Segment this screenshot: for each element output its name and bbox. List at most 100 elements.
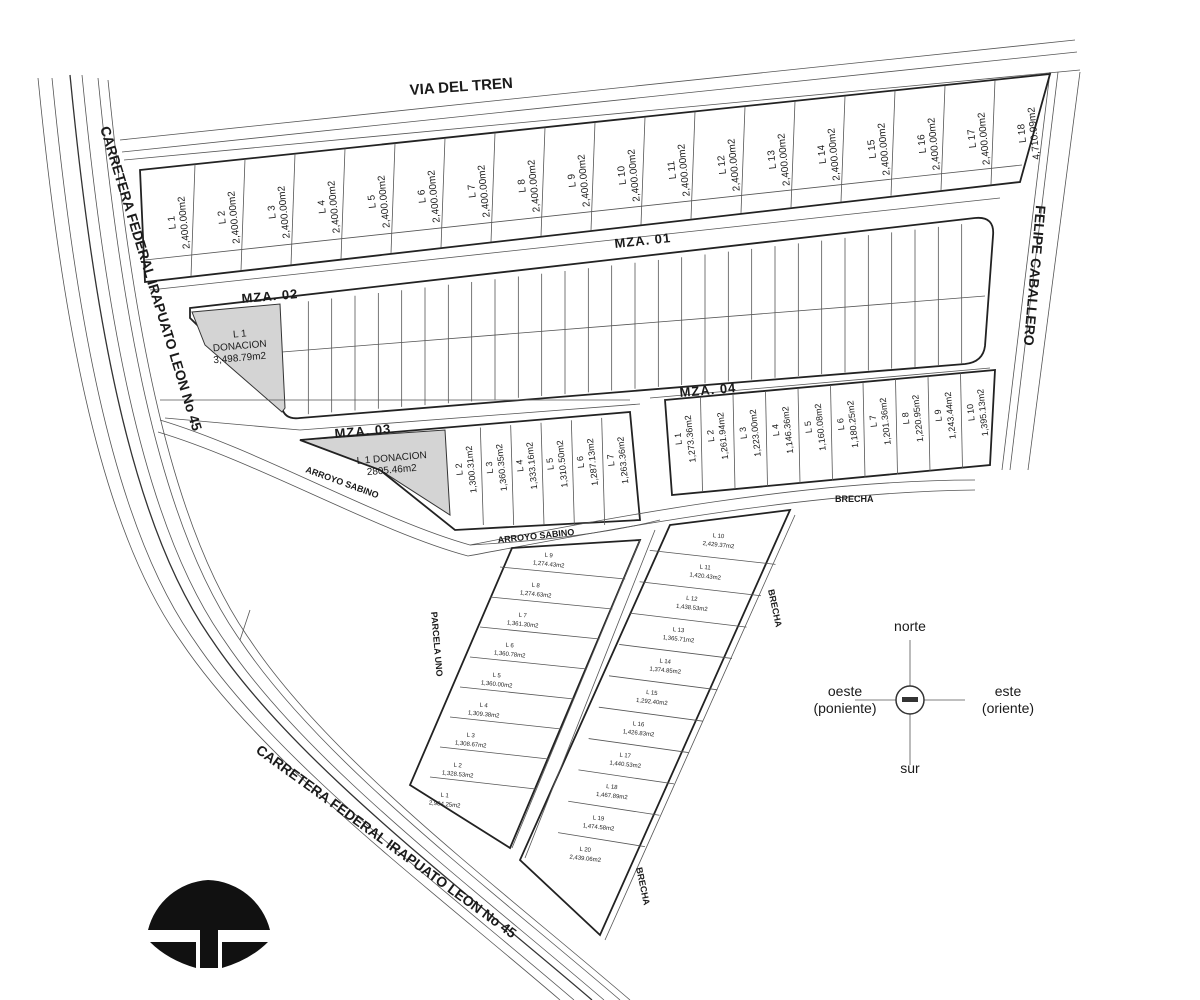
- compass-south-label: sur: [900, 760, 920, 776]
- south-left-divider: [479, 626, 600, 640]
- mza01-divider: [340, 148, 346, 260]
- compass-east-text: este: [994, 683, 1022, 699]
- mza01-divider: [840, 95, 846, 202]
- mza01-lot-9-id: L 9: [566, 173, 578, 188]
- south-left-lot-8-id: L 1: [440, 793, 449, 800]
- south-right-lot-20-area: 2,439.06m2: [569, 855, 602, 864]
- south-right-lot-12-id: L 12: [686, 596, 699, 603]
- south-left-lot-6-id: L 3: [466, 733, 475, 740]
- mza01-lot-17-area: 2,400.00m2: [976, 111, 993, 165]
- mza01-lot-5-area: 2,400.00m2: [376, 174, 393, 228]
- south-right-lot-16-id: L 16: [632, 721, 645, 728]
- south-right-lot-18-area: 1,467.89m2: [596, 792, 629, 801]
- mza01-divider: [940, 85, 946, 191]
- brecha-label-2: BRECHA: [766, 588, 784, 628]
- south-right-lot-17-id: L 17: [619, 753, 632, 760]
- mza04-lot-2-id: L 2: [705, 429, 716, 442]
- mza01-lot-4-id: L 4: [316, 199, 328, 214]
- compass-rose: [855, 640, 965, 765]
- compass-east-alt-text: (oriente): [981, 700, 1035, 716]
- mza02-donation-area: 3,498.79m2: [213, 351, 267, 367]
- mza01-divider: [440, 137, 446, 248]
- developer-logo: [148, 880, 270, 968]
- south-right-lot-14-id: L 14: [659, 659, 672, 666]
- mza04-lot-5-area: 1,160.08m2: [813, 403, 828, 451]
- highway-lines: [37, 74, 631, 1000]
- mza03-divider: [540, 422, 545, 526]
- compass-needle: [902, 697, 918, 702]
- mza01-lot-7-area: 2,400.00m2: [476, 164, 493, 218]
- mza03-lot-5-area: 1,310.50m2: [555, 440, 570, 488]
- mza04-lot-3-area: 1,223.00m2: [748, 409, 763, 457]
- mza01-lot-7-id: L 7: [466, 183, 478, 198]
- mza03-lot-2-id: L 2: [454, 463, 465, 476]
- mza01-lot-11-area: 2,400.00m2: [676, 143, 693, 197]
- mza02-label: MZA. 02: [241, 286, 299, 306]
- mza03-lot-3-id: L 3: [484, 461, 495, 474]
- mza04-block: [664, 369, 996, 496]
- arroyo-lines: [157, 419, 976, 557]
- mza01-lot-13-area: 2,400.00m2: [776, 132, 793, 186]
- mza01-lot-18-id: L 18: [1016, 123, 1029, 144]
- south-left-lot-7-area: 1,328.53m2: [442, 770, 475, 779]
- mza01-lot-3-id: L 3: [266, 204, 278, 219]
- south-right-divider: [588, 738, 689, 753]
- south-left-lot-0-area: 1,274.43m2: [533, 560, 566, 569]
- mza03-lot-2-area: 1,300.31m2: [464, 445, 479, 493]
- mza01-lot-14-area: 2,400.00m2: [826, 127, 843, 181]
- mza01-divider: [290, 153, 296, 265]
- mza04-lot-9-area: 1,243.44m2: [943, 391, 958, 439]
- mza04-divider: [700, 397, 703, 493]
- mza04-lot-10-area: 1,395.13m2: [975, 388, 990, 436]
- south-left-lot-7-id: L 2: [453, 763, 462, 770]
- mza04-lot-1-id: L 1: [673, 432, 684, 445]
- mza01-divider: [240, 158, 246, 271]
- mza04-lot-6-id: L 6: [835, 418, 846, 431]
- mza04-lot-4-id: L 4: [770, 423, 781, 436]
- south-left-divider: [429, 776, 536, 790]
- south-right-lot-11-id: L 11: [699, 564, 711, 571]
- mza01-label: MZA. 01: [614, 230, 672, 251]
- mza01-lot-2-id: L 2: [216, 210, 228, 225]
- south-right-lot-19-area: 1,474.58m2: [582, 823, 615, 832]
- south-left-lot-5-id: L 4: [479, 703, 488, 710]
- mza03-divider: [601, 417, 606, 526]
- south-right-divider: [568, 800, 660, 816]
- compass-west-alt-text: (poniente): [813, 700, 877, 716]
- mza01-lot-12-id: L 12: [716, 154, 729, 175]
- south-right-lot-19-id: L 19: [592, 815, 605, 822]
- south-left-lot-0-id: L 9: [544, 553, 553, 560]
- mza04-divider: [960, 373, 963, 469]
- mza03-lot-6-id: L 6: [575, 456, 586, 469]
- mza04-lot-1-area: 1,273.36m2: [683, 415, 698, 463]
- south-left-lot-3-area: 1,360.78m2: [494, 650, 527, 659]
- south-left-lot-8-area: 2,984.25m2: [429, 800, 462, 809]
- mza01-divider: [390, 143, 396, 254]
- south-left-lot-6-area: 1,308.67m2: [455, 740, 488, 749]
- compass-east-label: este (oriente): [968, 683, 1048, 717]
- mza01-lot-16-id: L 16: [916, 133, 929, 154]
- street-label-east: FELIPE CABALLERO: [1021, 205, 1049, 347]
- mza01-lot-6-id: L 6: [416, 189, 428, 204]
- brecha-label-3: BRECHA: [634, 866, 652, 906]
- mza01-divider: [540, 127, 546, 237]
- south-left-lot-2-id: L 7: [518, 613, 527, 620]
- mza02-donation-text: DONACION: [212, 339, 267, 355]
- south-left-divider: [469, 656, 587, 670]
- mza04-lot-7-area: 1,201.36m2: [878, 397, 893, 445]
- mza01-lot-5-id: L 5: [366, 194, 378, 209]
- mza01-lot-17-id: L 17: [966, 128, 979, 149]
- south-left-lot-4-area: 1,360.00m2: [481, 680, 514, 689]
- mza01-lot-4-area: 2,400.00m2: [326, 180, 343, 234]
- south-left-divider: [489, 596, 613, 610]
- mza04-divider: [862, 382, 866, 478]
- mza04-divider: [895, 379, 898, 475]
- mza04-lot-4-area: 1,146.36m2: [780, 406, 795, 454]
- mza03-block: [299, 411, 641, 531]
- mza03-label: MZA. 03: [334, 421, 392, 441]
- mza01-lot-13-id: L 13: [766, 149, 779, 170]
- south-left-divider: [499, 566, 626, 580]
- mza01-lot-11-id: L 11: [666, 160, 679, 180]
